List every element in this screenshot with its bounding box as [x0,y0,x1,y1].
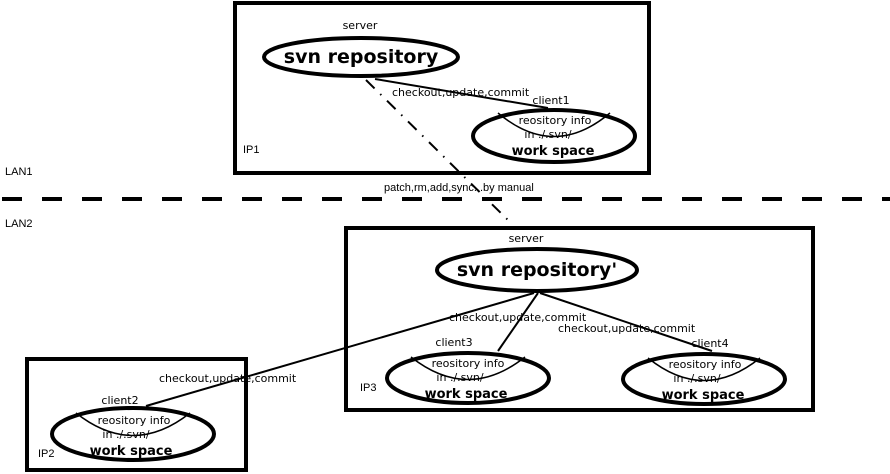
client1-repo-info-arc [497,112,611,138]
client4-repo-info-arc [647,357,761,382]
svn-repository-node [262,36,460,78]
client2-info-line1: reository info [98,414,171,427]
host-ip2-label: IP2 [38,448,55,460]
lan2-label: LAN2 [5,218,33,230]
link-label-client4: checkout,update,commit [558,322,696,335]
host-ip3-box [344,226,815,412]
client3-info-line2: in ./.svn/ [436,371,483,384]
link-label-client3: checkout,update,commit [449,311,587,324]
client4-node: client4 reository info in ./.svn/ work s… [621,337,787,406]
host-ip2-box [25,357,248,472]
host-ip3-label: IP3 [360,382,377,394]
client2-label: client2 [101,394,138,407]
link-repo2-client4 [539,292,713,352]
link-repo2-client3 [497,292,539,352]
client1-workspace-label: work space [512,144,595,159]
client1-info-line1: reository info [519,114,592,127]
client1-node: client1 reository info in ./.svn/ work s… [471,94,637,164]
svn-repository-prime-title: svn repository' [457,259,617,281]
manual-sync-label: patch,rm,add,sync...by manual [384,182,534,194]
client2-workspace-label: work space [90,444,173,459]
svn-repository-title: svn repository [284,46,439,68]
link-label-client1: checkout,update,commit [392,86,530,99]
client3-repo-info-arc [410,356,526,381]
client3-info-line1: reository info [432,357,505,370]
host-ip2: IP2 checkout,update,commit client2 reosi… [25,357,297,472]
manual-sync-link [365,79,513,225]
client4-label: client4 [691,337,728,350]
client3-label: client3 [435,336,472,349]
client4-workspace-label: work space [662,388,745,403]
client4-info-line1: reository info [669,358,742,371]
server1-role-label: server [343,19,378,32]
client4-info-line2: in ./.svn/ [673,372,720,385]
client1-info-line2: in ./.svn/ [524,128,571,141]
client2-repo-info-arc [75,412,191,437]
client4-workspace-ellipse [621,352,787,406]
client2-info-line2: in ./.svn/ [102,428,149,441]
server2-role-label: server [509,232,544,245]
host-ip1-label: IP1 [243,144,260,156]
host-ip1-box [233,1,651,175]
link-repo-client1 [374,78,549,109]
client2-node: client2 reository info in ./.svn/ work s… [50,394,216,462]
lan1-label: LAN1 [5,166,33,178]
svn-repository-prime-node [435,247,639,293]
client2-workspace-ellipse [50,406,216,462]
client1-label: client1 [532,94,569,107]
client3-node: client3 reository info in ./.svn/ work s… [385,336,551,405]
host-ip3: IP3 server svn repository' checkout,upda… [145,226,815,412]
host-ip1: IP1 server svn repository checkout,updat… [233,1,651,175]
client3-workspace-label: work space [425,387,508,402]
link-label-client2: checkout,update,commit [159,372,297,385]
client3-workspace-ellipse [385,351,551,405]
link-repo2-client2 [145,292,535,407]
